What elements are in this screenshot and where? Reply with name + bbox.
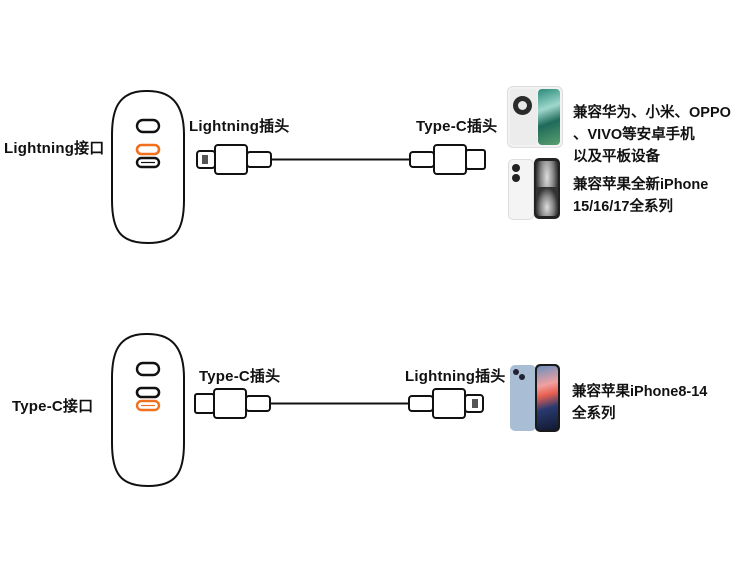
type-c-tip <box>465 149 486 170</box>
device-compat-text: 兼容苹果iPhone8-14 全系列 <box>572 381 707 425</box>
compat-line: 15/16/17全系列 <box>573 199 673 215</box>
charger <box>111 333 185 488</box>
right-plug-label: Lightning插头 <box>405 368 506 385</box>
compat-line: 、VIVO等安卓手机 <box>573 127 695 143</box>
iphone-15-17-image <box>507 157 561 220</box>
compat-line: 兼容苹果全新iPhone <box>573 177 709 193</box>
type-c-port <box>135 399 161 412</box>
left-plug-label: Type-C插头 <box>199 368 281 385</box>
compat-line: 全系列 <box>572 406 616 422</box>
device-compat-text: 兼容苹果全新iPhone 15/16/17全系列 <box>573 174 708 218</box>
iphone-8-14-image <box>509 363 561 433</box>
lightning-port <box>135 386 161 399</box>
compat-line: 以及平板设备 <box>573 149 660 165</box>
android-phone-image <box>507 86 563 148</box>
type-c-port <box>135 156 161 169</box>
type-c-tip <box>194 393 215 414</box>
compat-line: 兼容华为、小米、OPPO <box>573 105 731 121</box>
charger <box>111 90 185 245</box>
compat-line: 兼容苹果iPhone8-14 <box>572 384 708 400</box>
port-label: Type-C接口 <box>12 398 94 415</box>
cable-typec-to-lightning <box>194 388 484 419</box>
left-plug-label: Lightning插头 <box>189 118 290 135</box>
usb-a-port <box>135 118 161 134</box>
device-compat-text: 兼容华为、小米、OPPO 、VIVO等安卓手机 以及平板设备 <box>573 102 731 168</box>
cable-lightning-to-typec <box>196 144 486 175</box>
port-label: Lightning接口 <box>4 140 105 157</box>
right-plug-label: Type-C插头 <box>416 118 498 135</box>
lightning-port <box>135 143 161 156</box>
usb-a-port <box>135 361 161 377</box>
